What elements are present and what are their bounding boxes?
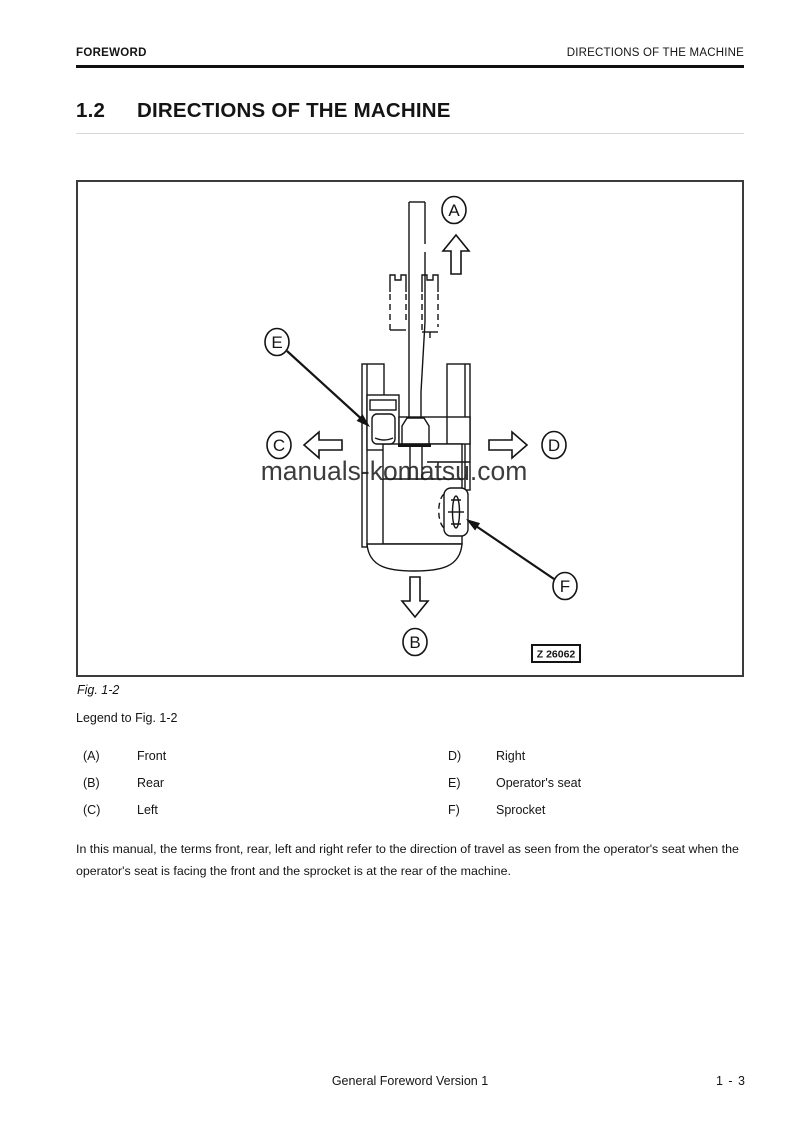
drawing-number: Z 26062 bbox=[537, 649, 576, 661]
boom bbox=[408, 201, 426, 417]
marker-seat: E bbox=[264, 327, 290, 357]
legend-key: (B) bbox=[83, 776, 100, 790]
section-title-text: DIRECTIONS OF THE MACHINE bbox=[137, 99, 451, 122]
section-number: 1.2 bbox=[76, 99, 106, 122]
arm-cylinders bbox=[389, 274, 439, 338]
marker-right-label: D bbox=[548, 436, 560, 455]
sprocket bbox=[448, 495, 464, 529]
page-header: FOREWORD DIRECTIONS OF THE MACHINE bbox=[76, 47, 744, 59]
sprocket-leader-line bbox=[466, 519, 555, 580]
legend-row: (C) Left F) Sprocket bbox=[76, 798, 744, 825]
boom-mount bbox=[398, 417, 431, 447]
marker-rear-label: B bbox=[409, 633, 420, 652]
legend-key: F) bbox=[448, 803, 460, 817]
left-arrow-icon bbox=[302, 430, 343, 460]
legend-key: (C) bbox=[83, 803, 101, 817]
legend-value: Rear bbox=[137, 776, 165, 790]
upper-structure bbox=[366, 394, 471, 572]
legend-title: Legend to Fig. 1-2 bbox=[76, 711, 178, 725]
header-rule bbox=[76, 65, 744, 68]
legend-row: (A) Front D) Right bbox=[76, 744, 744, 771]
operator-seat bbox=[371, 413, 396, 445]
cab-window bbox=[369, 399, 397, 411]
figure-frame: A B C D E F manuals-koma bbox=[76, 180, 744, 677]
legend-row: (B) Rear E) Operator's seat bbox=[76, 771, 744, 798]
machine-top-view-drawing: A B C D E F manuals-koma bbox=[261, 195, 581, 663]
marker-right: D bbox=[541, 430, 567, 460]
drawing-number-box: Z 26062 bbox=[531, 644, 581, 663]
watermark-text: manuals-komatsu.com bbox=[261, 456, 528, 486]
section-title: 1.2 DIRECTIONS OF THE MACHINE bbox=[76, 99, 451, 123]
body-paragraph: In this manual, the terms front, rear, l… bbox=[76, 842, 739, 878]
legend-key: D) bbox=[448, 749, 462, 763]
marker-front: A bbox=[441, 195, 467, 225]
legend-value: Front bbox=[137, 749, 167, 763]
marker-sprocket: F bbox=[552, 571, 578, 601]
marker-rear: B bbox=[402, 627, 428, 657]
legend-table: (A) Front D) Right (B) Rear E) Operator'… bbox=[76, 744, 744, 825]
figure-caption: Fig. 1-2 bbox=[77, 683, 120, 697]
marker-left-label: C bbox=[273, 436, 285, 455]
marker-seat-label: E bbox=[271, 333, 282, 352]
title-rule bbox=[76, 133, 744, 134]
rear-arrow-icon bbox=[400, 576, 430, 619]
marker-sprocket-label: F bbox=[560, 577, 570, 596]
legend-key: E) bbox=[448, 776, 461, 790]
header-section-label: FOREWORD bbox=[76, 47, 147, 59]
seat-leader-line bbox=[286, 350, 370, 427]
header-chapter-label: DIRECTIONS OF THE MACHINE bbox=[566, 47, 744, 59]
right-arrow-icon bbox=[488, 430, 529, 460]
legend-value: Sprocket bbox=[496, 803, 546, 817]
legend-value: Operator's seat bbox=[496, 776, 582, 790]
footer-version: General Foreword Version 1 bbox=[331, 1074, 489, 1088]
front-arrow-icon bbox=[441, 233, 471, 275]
footer-page-number: 1 - 3 bbox=[715, 1074, 746, 1088]
legend-key: (A) bbox=[83, 749, 100, 763]
marker-front-label: A bbox=[448, 201, 460, 220]
marker-left: C bbox=[266, 430, 292, 460]
counterweight bbox=[366, 543, 463, 572]
legend-value: Left bbox=[137, 803, 158, 817]
legend-value: Right bbox=[496, 749, 526, 763]
